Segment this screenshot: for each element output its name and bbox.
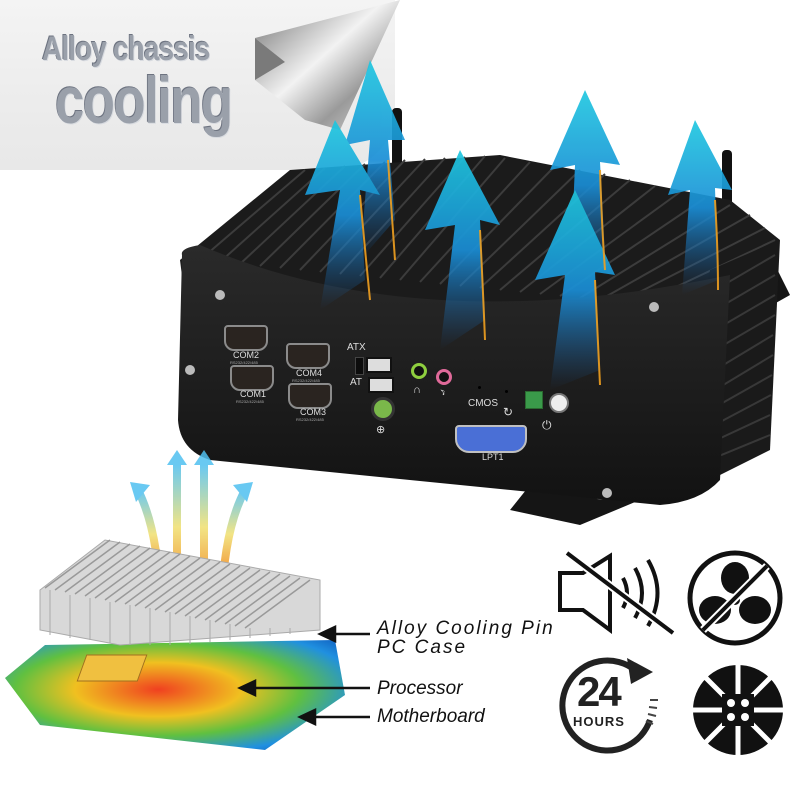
banner-title-line2: cooling <box>55 63 233 137</box>
com2-label: COM2 <box>233 350 260 360</box>
circular-arrow-icon <box>559 657 658 754</box>
com4-port <box>286 343 330 369</box>
power-icon: ⏻ <box>542 418 552 432</box>
atx-label: ATX <box>347 342 366 353</box>
power-terminal-block <box>525 391 543 409</box>
com1-label: COM1 <box>240 389 267 399</box>
com4-sub-label: RS232/422/485 <box>292 378 320 383</box>
com1-sub-label: RS232/422/485 <box>236 399 264 404</box>
hours-number: 24 <box>577 668 622 715</box>
reset-icon: ↻ <box>503 405 514 419</box>
lpt1-label: LPT1 <box>482 452 504 462</box>
page-curl-graphic <box>255 0 400 130</box>
usb-port-1 <box>366 357 392 373</box>
ps2-port <box>371 397 395 421</box>
atx-at-switch[interactable] <box>355 357 364 375</box>
silent-icon <box>558 549 675 637</box>
hours-label: HOURS <box>573 714 625 729</box>
com2-sub-label: RS232/422/485 <box>230 360 258 365</box>
dustproof-icon <box>690 662 786 758</box>
headphone-jack <box>411 363 427 379</box>
power-button[interactable] <box>549 393 569 413</box>
fanless-icon <box>687 550 783 646</box>
thermal-diagram <box>5 450 370 750</box>
fanless-pc-chassis <box>178 60 790 525</box>
label-pc-case: PC Case <box>377 637 468 658</box>
com4-label: COM4 <box>296 368 323 378</box>
com3-port <box>288 383 332 409</box>
at-label: AT <box>350 377 363 388</box>
label-motherboard: Motherboard <box>377 706 485 727</box>
usb-port-2 <box>368 377 394 393</box>
reset-hole <box>505 390 508 393</box>
label-processor: Processor <box>377 678 463 699</box>
banner-title-line1: Alloy chassis <box>42 30 210 68</box>
24-hours-icon: 24 HOURS <box>555 650 660 755</box>
cmos-hole <box>478 386 481 389</box>
mic-jack <box>436 369 452 385</box>
label-alloy-cooling-pin: Alloy Cooling Pin <box>377 618 555 639</box>
com3-sub-label: RS232/422/485 <box>296 417 324 422</box>
com2-port <box>224 325 268 351</box>
lpt1-port <box>455 425 527 453</box>
com1-port <box>230 365 274 391</box>
keyboard-mouse-icon: ⊕ <box>376 424 386 436</box>
cmos-label: CMOS <box>468 398 498 409</box>
headphone-icon: ∩ <box>413 384 421 396</box>
com3-label: COM3 <box>300 407 327 417</box>
